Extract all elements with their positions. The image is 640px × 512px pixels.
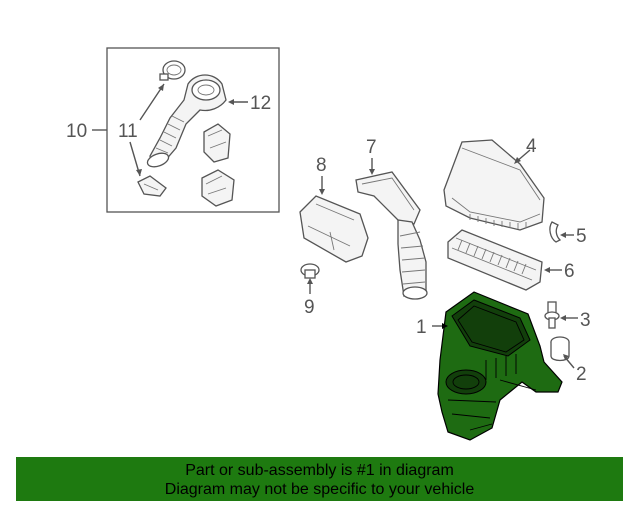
clip xyxy=(137,175,167,197)
resonator-lower xyxy=(201,169,235,207)
air-cleaner-cover xyxy=(443,139,545,231)
parts-diagram: 1 2 3 4 5 6 7 8 9 10 11 12 xyxy=(66,47,591,441)
arrowhead-12 xyxy=(228,99,234,105)
intake-duct xyxy=(146,74,227,168)
air-cleaner-body-highlighted xyxy=(432,291,563,441)
callout-5: 5 xyxy=(576,226,587,247)
callout-8: 8 xyxy=(316,155,327,176)
callout-6: 6 xyxy=(564,261,575,282)
resonator-upper xyxy=(203,123,231,163)
callout-3: 3 xyxy=(580,310,591,331)
air-filter-element xyxy=(447,229,562,291)
cover-clip xyxy=(549,221,574,243)
mount-insulator xyxy=(550,336,575,369)
part-info-banner: Part or sub-assembly is #1 in diagram Di… xyxy=(16,457,623,501)
callout-1: 1 xyxy=(416,317,427,338)
banner-line-2: Diagram may not be specific to your vehi… xyxy=(164,481,475,498)
callout-9: 9 xyxy=(304,297,315,318)
callout-12: 12 xyxy=(250,93,271,114)
callout-10: 10 xyxy=(66,121,87,142)
hose-clamp xyxy=(159,60,186,81)
inset-group xyxy=(92,47,280,213)
callout-11: 11 xyxy=(118,121,138,142)
bolt xyxy=(544,301,578,329)
callout-7: 7 xyxy=(366,137,377,158)
grommet xyxy=(300,263,320,294)
air-inlet-duct xyxy=(355,158,428,300)
banner-line-1: Part or sub-assembly is #1 in diagram xyxy=(185,462,454,479)
callout-4: 4 xyxy=(526,136,537,157)
resonator xyxy=(299,176,369,263)
leader-11a xyxy=(139,83,165,121)
callout-2: 2 xyxy=(576,364,587,385)
